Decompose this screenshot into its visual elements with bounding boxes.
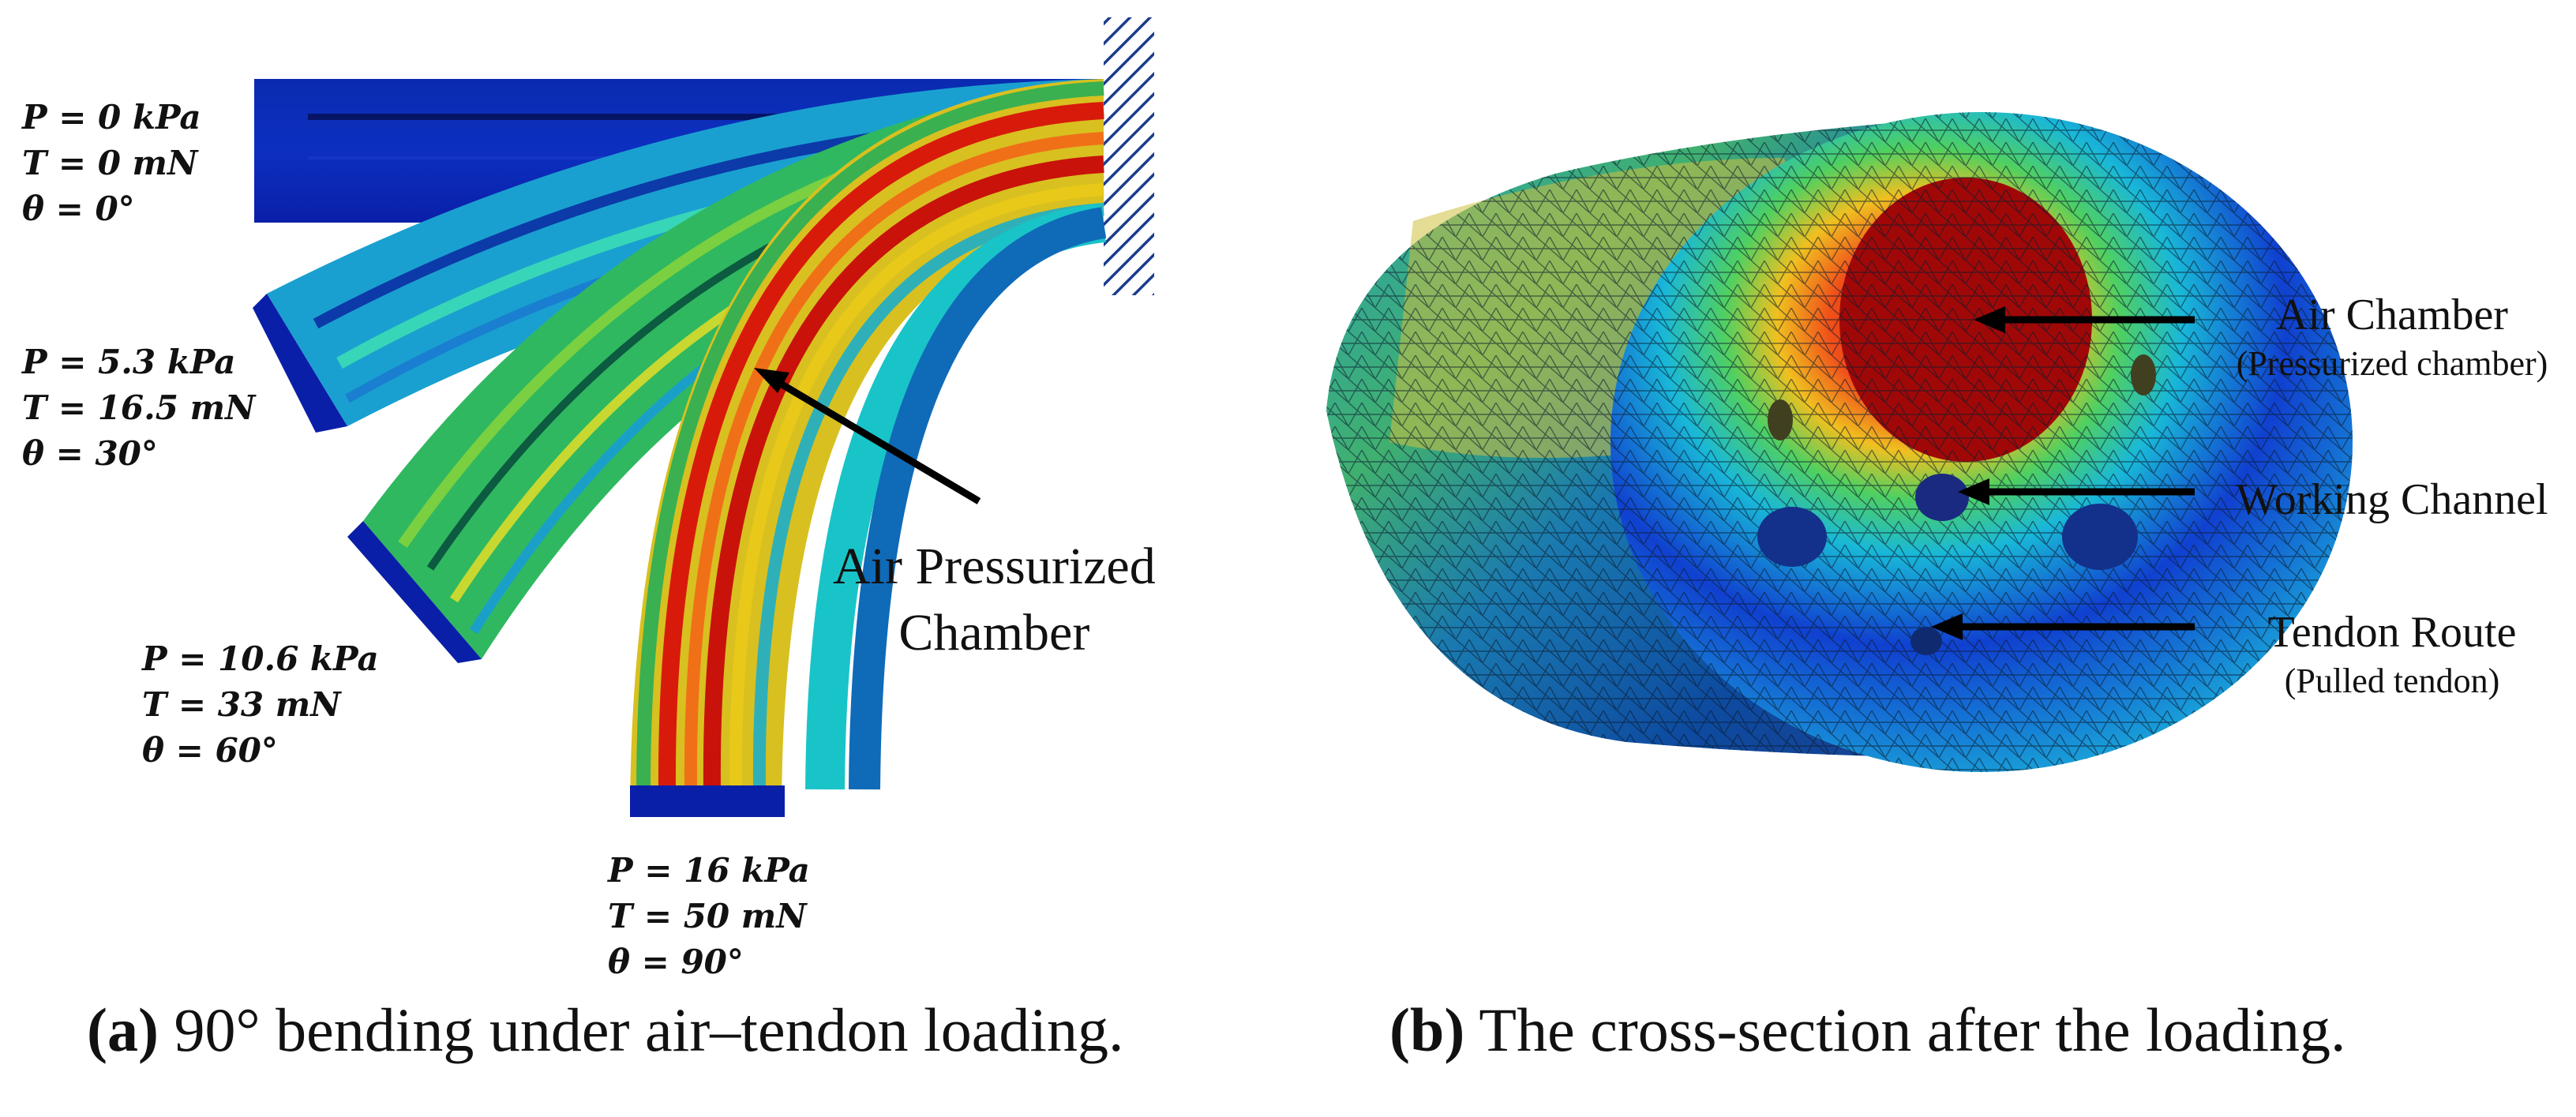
state-label-1: P = 5.3 kPa T = 16.5 mN θ = 30° — [22, 343, 256, 473]
caption-b: (b) The cross-section after the loading. — [1389, 995, 2346, 1064]
state-label-3: P = 16 kPa T = 50 mN θ = 90° — [608, 851, 810, 981]
caption-a: (a) 90° bending under air–tendon loading… — [87, 995, 1124, 1064]
panel-b-cross-section: Air Chamber (Pressurized chamber) Workin… — [1295, 0, 2576, 971]
state-label-2: P = 10.6 kPa T = 33 mN θ = 60° — [142, 639, 379, 770]
fixed-wall-hatch — [1104, 17, 1154, 295]
working-channel-hole — [1915, 474, 1969, 521]
callout-air-chamber: Air Chamber (Pressurized chamber) — [2236, 290, 2548, 383]
callout-tendon-route: Tendon Route (Pulled tendon) — [2267, 608, 2517, 700]
chamber-arrow-head — [754, 368, 789, 393]
actuator-state-3 — [630, 79, 1107, 817]
chamber-annotation: Air Pressurized Chamber — [833, 538, 1156, 662]
tendon-route-hole — [1910, 627, 1942, 655]
callout-working-channel: Working Channel — [2236, 475, 2548, 524]
panel-a-bending-simulation: P = 0 kPa T = 0 mN θ = 0° P = 5.3 kPa T … — [0, 0, 1279, 981]
bending-simulation-figure — [253, 17, 1154, 817]
cross-section-figure — [1326, 112, 2353, 772]
state-label-0: P = 0 kPa T = 0 mN θ = 0° — [22, 98, 201, 228]
chamber-arrow-shaft — [773, 377, 981, 504]
